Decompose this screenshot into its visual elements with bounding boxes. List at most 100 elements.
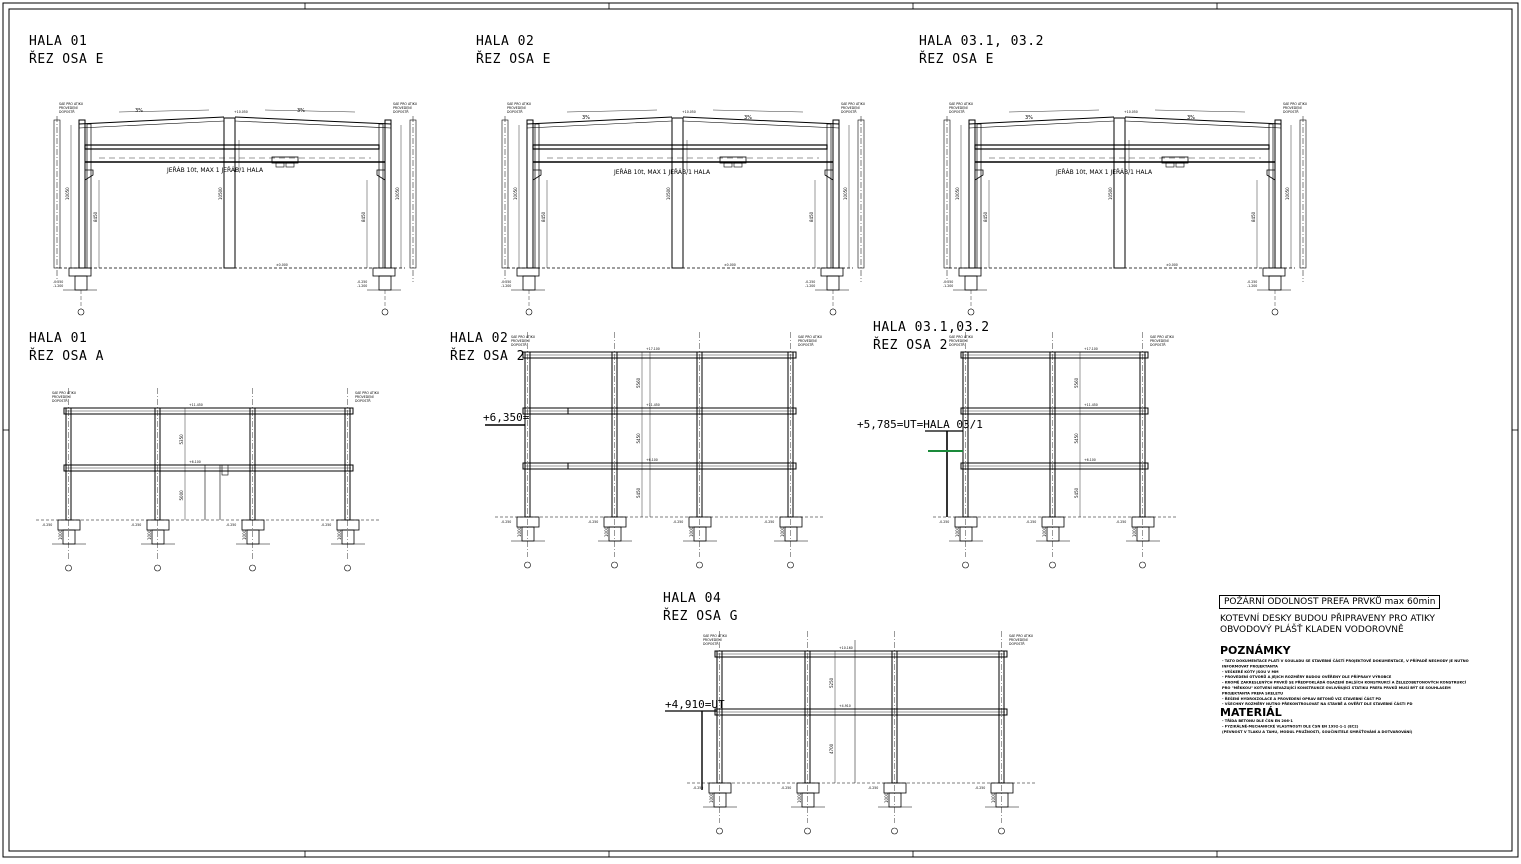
foundation-footing — [964, 275, 978, 291]
dim-text: 10050 — [955, 187, 960, 200]
foundation-footing — [378, 275, 392, 291]
slope-arrow — [1154, 109, 1246, 113]
note-tag: PROVEDENÍ — [703, 637, 722, 642]
roof-beam — [968, 116, 1115, 125]
foundation — [779, 516, 803, 528]
note-tag: DOPOSTŘ — [507, 109, 523, 114]
note-tag: PROVEDENÍ — [52, 394, 71, 399]
note-tag: DOPOSTŘ — [59, 109, 75, 114]
note-tag: DOPOSTŘ — [798, 342, 814, 347]
dim-text: 1000 — [147, 529, 152, 540]
note-text: PROJEKTANTA PREFA SKELETU — [1222, 691, 1283, 695]
level-tag: ±0.000 — [1166, 263, 1178, 267]
foundation — [146, 519, 170, 531]
dim-text: 8450 — [93, 211, 98, 222]
level-tag: +11.450 — [1084, 403, 1098, 407]
slope-arrow — [566, 109, 658, 113]
dim-text: 10500 — [1108, 187, 1113, 200]
column — [968, 119, 976, 269]
roof-beam — [682, 116, 840, 125]
level-tag: -0.250 — [693, 786, 703, 790]
floor-beam — [714, 650, 1008, 658]
foundation-footing — [995, 792, 1009, 808]
axis-bubble — [525, 308, 533, 316]
column — [832, 119, 840, 269]
title-hala04-g: HALA 04 ŘEZ OSA G — [663, 590, 738, 626]
corbel — [824, 169, 834, 181]
note-line: OBVODOVÝ PLÁŠŤ KLADEN VODOROVNĚ — [1220, 625, 1404, 635]
note-tag: SAE PRO ATIKU — [841, 102, 866, 106]
level-tag: -1.200 — [501, 284, 511, 288]
column — [78, 119, 86, 269]
foundation — [688, 516, 712, 528]
crane-hook — [275, 162, 285, 168]
foundation — [796, 782, 820, 794]
level-tag: -0.250 — [357, 280, 367, 284]
level-tag: -0.250 — [943, 280, 953, 284]
note-tag: SAE PRO ATIKU — [798, 335, 823, 339]
note-tag: PROVEDENÍ — [949, 105, 968, 110]
note-text: - TŘÍDA BETONU DLE ČSN EN 206-1 — [1222, 718, 1293, 723]
dim-text: 8450 — [361, 211, 366, 222]
dim-text: 1000 — [884, 792, 889, 803]
note-tag: SAE PRO ATIKU — [52, 391, 77, 395]
level-tag: +6.100 — [189, 460, 201, 464]
note-tag: SAE PRO ATIKU — [511, 335, 536, 339]
note-text: PRO "MĚKKOU" KOTVENÍ NEVAZUJÍCÍ KONSTRUK… — [1222, 685, 1451, 690]
slope-label: 3% — [1025, 115, 1033, 121]
level-tag: +6.100 — [1084, 458, 1096, 462]
axis-bubble — [787, 561, 794, 569]
foundation — [516, 516, 540, 528]
foundation-footing — [1046, 526, 1060, 542]
level-tag: +4.910 — [839, 704, 851, 708]
dim-text: 8450 — [1251, 211, 1256, 222]
note-text: - TATO DOKUMENTACE PLATÍ V SOULADU SE ST… — [1222, 658, 1469, 663]
dim-text: 10500 — [666, 187, 671, 200]
roof-beam — [234, 120, 392, 129]
crane-hook — [1165, 162, 1175, 168]
note-tag: SAE PRO ATIKU — [1283, 102, 1308, 106]
foundation-footing — [522, 275, 536, 291]
foundation — [1041, 516, 1065, 528]
dim-text: 4700 — [829, 743, 834, 754]
roof-beam — [78, 116, 225, 125]
note-tag: SAE PRO ATIKU — [507, 102, 532, 106]
note-tag: PROVEDENÍ — [798, 338, 817, 343]
dim-text: 5250 — [829, 677, 834, 688]
corbel — [1266, 169, 1276, 181]
level-tag: -0.250 — [226, 523, 236, 527]
slope-arrow — [118, 109, 210, 113]
level-tag: -0.250 — [501, 280, 511, 284]
column — [384, 119, 392, 269]
slope-arrow — [264, 109, 356, 113]
drawing-subtitle: ŘEZ OSA 2 — [873, 338, 948, 353]
note-tag: PROVEDENÍ — [1283, 105, 1302, 110]
level-tag: +6.100 — [646, 458, 658, 462]
title-hala01-a: HALA 01 ŘEZ OSA A — [29, 330, 104, 366]
crane-trolley — [719, 156, 747, 164]
foundation — [241, 519, 265, 531]
material-heading: MATERIÁL — [1220, 706, 1282, 719]
roof-beam — [526, 116, 673, 125]
column — [526, 119, 534, 269]
note-tag: DOPOSTŘ — [949, 109, 965, 114]
drawing-subtitle: ŘEZ OSA E — [29, 52, 104, 67]
crane-beam — [532, 144, 828, 150]
dim-text: 1000 — [604, 526, 609, 537]
note-tag: DOPOSTŘ — [949, 342, 965, 347]
crane-hook — [723, 162, 733, 168]
center-column — [223, 117, 236, 269]
note-tag: SAE PRO ATIKU — [59, 102, 84, 106]
drawing-subtitle: ŘEZ OSA E — [919, 52, 994, 67]
level-tag: -0.250 — [321, 523, 331, 527]
axis-bubble — [524, 561, 531, 569]
foundation — [820, 267, 844, 277]
foundation — [336, 519, 360, 531]
foundation-footing — [784, 526, 798, 542]
axis-bubble — [804, 827, 811, 835]
axis-bubble — [249, 564, 256, 572]
crane-hook — [285, 162, 295, 168]
crane-trolley — [271, 156, 299, 164]
axis-bubble — [344, 564, 351, 572]
note-text: (PEVNOST V TLAKU A TAHU, MODUL PRUŽNOSTI… — [1222, 729, 1413, 734]
